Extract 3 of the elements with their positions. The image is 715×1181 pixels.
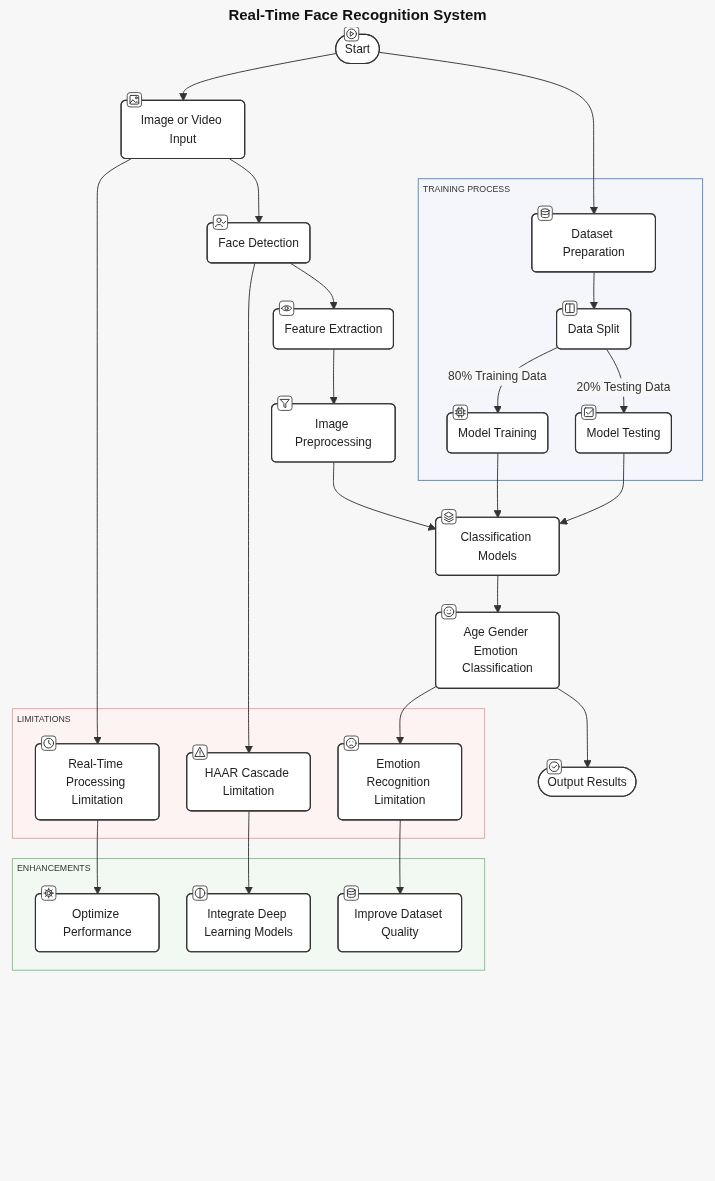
edge-label: 20% Testing Data — [576, 380, 671, 394]
edge-label: 80% Training Data — [448, 369, 547, 384]
diagram-title: Real-Time Face Recognition System — [228, 6, 487, 23]
